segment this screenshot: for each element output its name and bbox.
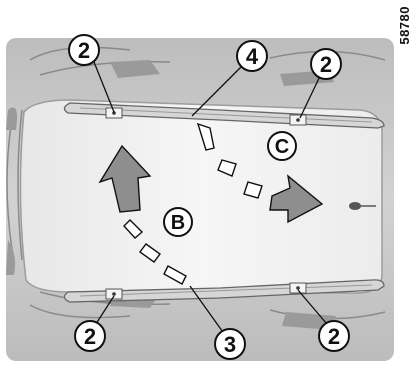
mount-point-bottom-left	[106, 289, 122, 299]
callout-label: 2	[84, 324, 96, 349]
callout-c-zone: C	[268, 132, 296, 160]
callout-2-bottom-right: 2	[319, 321, 349, 351]
callout-label: C	[275, 136, 289, 158]
figure-code: 58780	[397, 6, 412, 45]
mount-point-bottom-right	[290, 283, 306, 293]
mount-point-top-right	[290, 115, 306, 125]
mount-point-top-left	[106, 108, 122, 118]
callout-label: B	[171, 212, 185, 234]
callout-label: 2	[320, 52, 332, 77]
callout-label: 2	[328, 324, 340, 349]
callout-b-zone: B	[164, 208, 192, 236]
callout-label: 2	[78, 38, 90, 63]
callout-4-top-rail: 4	[237, 41, 267, 71]
callout-2-bottom-left: 2	[75, 321, 105, 351]
callout-label: 4	[246, 44, 259, 69]
callout-2-top-left: 2	[69, 35, 99, 65]
callout-3-bottom-rail: 3	[215, 329, 245, 359]
callout-2-top-right: 2	[311, 49, 341, 79]
callout-label: 3	[224, 332, 236, 357]
